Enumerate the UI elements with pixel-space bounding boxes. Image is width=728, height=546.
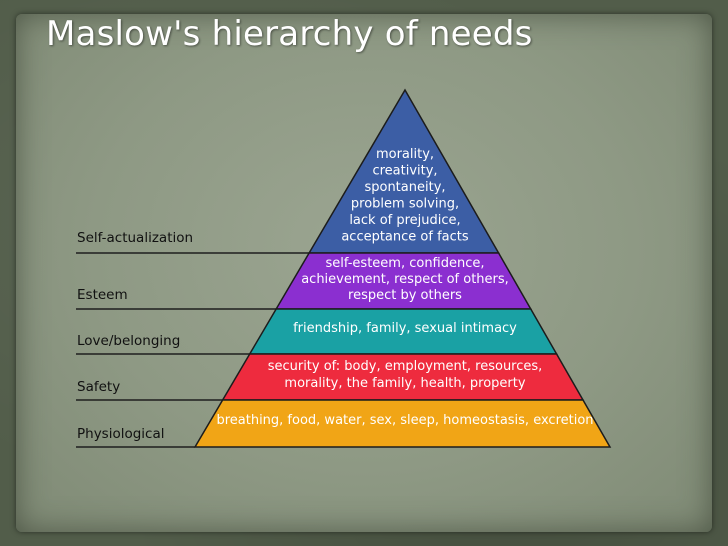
level-text-self-actualization: acceptance of facts [341,230,469,245]
slide-title: Maslow's hierarchy of needs [46,14,533,54]
level-label-safety: Safety [77,379,120,395]
level-text-safety: security of: body, employment, resources… [268,359,543,374]
level-text-self-actualization: creativity, [372,164,437,179]
level-text-self-actualization: spontaneity, [364,180,445,195]
level-label-self-actualization: Self-actualization [77,230,193,246]
pyramid-level-physiological [193,399,612,448]
level-label-esteem: Esteem [77,287,128,303]
level-text-esteem: achievement, respect of others, [301,272,509,287]
level-text-physiological: breathing, food, water, sex, sleep, home… [216,413,593,428]
level-text-safety: morality, the family, health, property [284,376,525,391]
level-text-love-belonging: friendship, family, sexual intimacy [293,321,517,336]
level-text-esteem: respect by others [348,288,462,303]
level-text-self-actualization: lack of prejudice, [349,213,460,228]
level-text-self-actualization: problem solving, [351,197,459,212]
level-text-self-actualization: morality, [376,147,434,162]
level-label-love-belonging: Love/belonging [77,333,180,349]
level-label-physiological: Physiological [77,426,165,442]
level-text-esteem: self-esteem, confidence, [325,256,484,271]
